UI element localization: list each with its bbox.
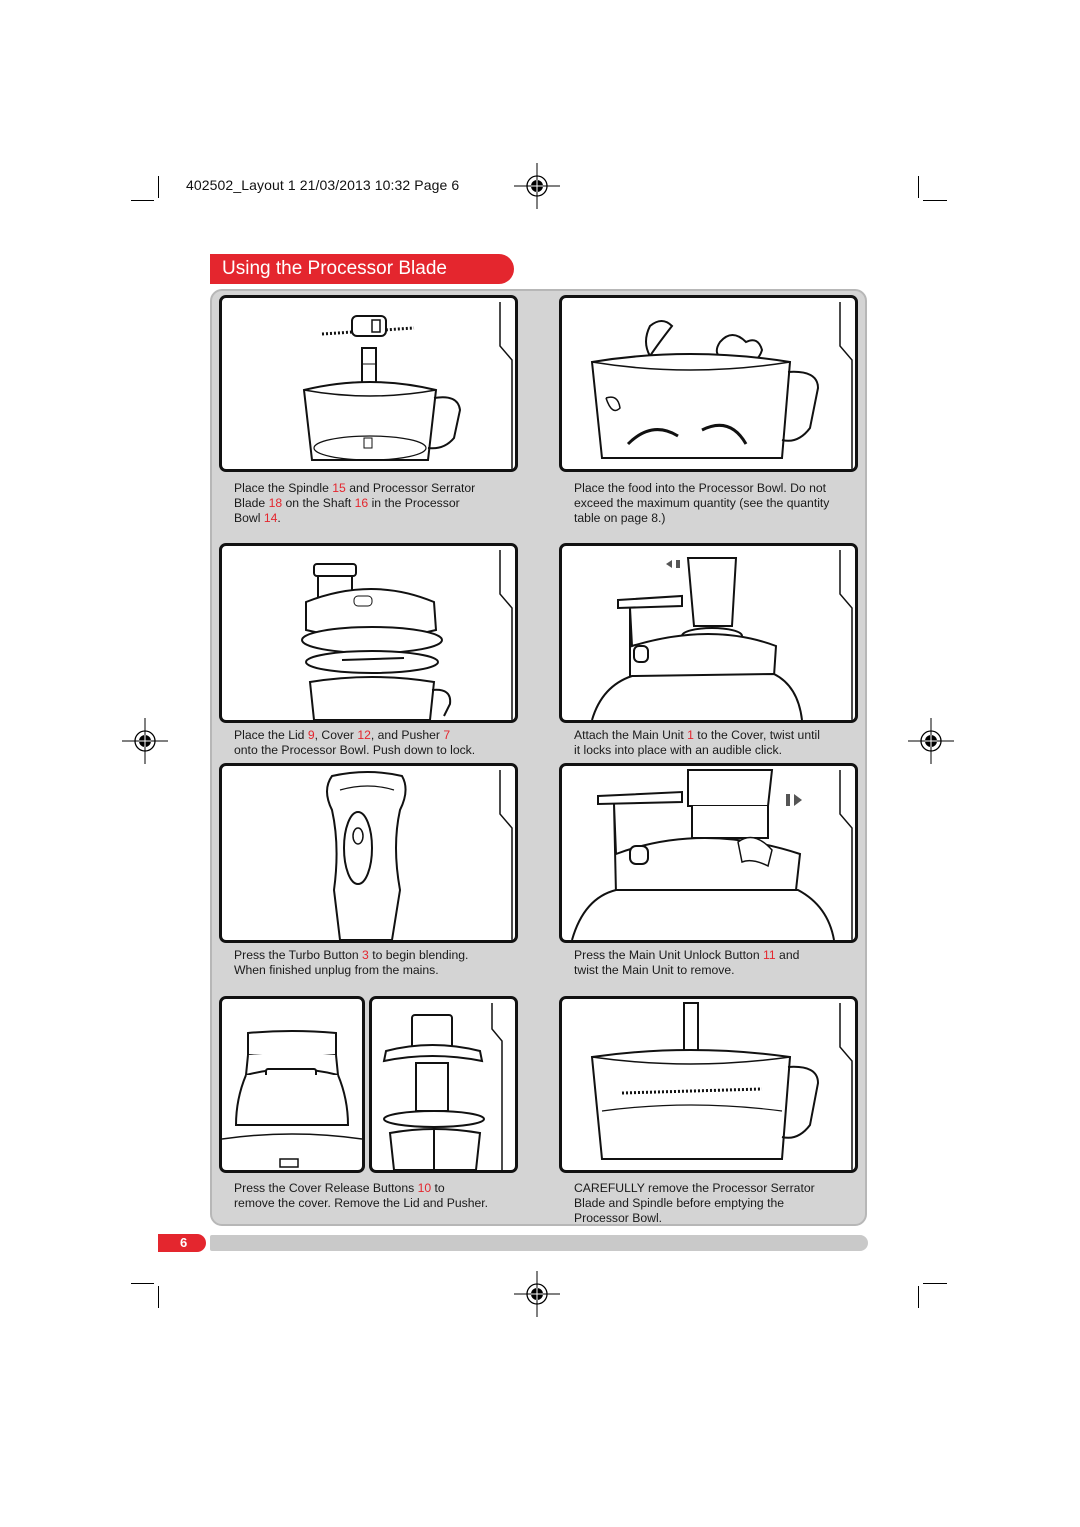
caption-text: , Cover [314, 728, 358, 742]
caption-text: Blade [234, 496, 269, 510]
page-number: 6 [180, 1235, 188, 1250]
caption-text: CAREFULLY remove the Processor Serrator [574, 1181, 815, 1195]
caption-text: Attach the Main Unit [574, 728, 688, 742]
step-8-caption: CAREFULLY remove the Processor Serrator … [574, 1181, 864, 1226]
caption-text: onto the Processor Bowl. Push down to lo… [234, 743, 476, 757]
caption-text: Place the food into the Processor Bowl. … [574, 481, 827, 495]
part-ref: 3 [362, 948, 369, 962]
crop-mark [158, 1286, 159, 1308]
part-ref: 16 [354, 496, 369, 510]
caption-text: Blade and Spindle before emptying the [574, 1196, 785, 1210]
section-title: Using the Processor Blade [222, 258, 447, 279]
part-ref: 9 [307, 728, 315, 742]
step-1-caption: Place the Spindle 15 and Processor Serra… [234, 481, 524, 526]
caption-text: on the Shaft [282, 496, 355, 510]
caption-text: twist the Main Unit to remove. [574, 963, 735, 977]
caption-text: Place the Spindle [234, 481, 333, 495]
part-ref: 10 [417, 1181, 432, 1195]
caption-text: Bowl [234, 511, 264, 525]
caption-text: and [775, 948, 800, 962]
caption-text: table on page 8.) [574, 511, 666, 525]
crop-mark [131, 200, 154, 201]
caption-text: to the Cover, twist until [693, 728, 820, 742]
section-title-bar: Using the Processor Blade [210, 254, 514, 284]
caption-text: . [277, 511, 281, 525]
step-3-illustration [219, 543, 518, 723]
page-number-tab: 6 [158, 1234, 206, 1252]
step-2-illustration [559, 295, 858, 472]
caption-text: exceed the maximum quantity (see the qua… [574, 496, 830, 510]
registration-mark-icon [514, 163, 560, 209]
crop-mark [131, 1283, 154, 1284]
caption-text: Press the Main Unit Unlock Button [574, 948, 763, 962]
caption-text: Press the Cover Release Buttons [234, 1181, 418, 1195]
step-7-caption: Press the Cover Release Buttons 10 to re… [234, 1181, 534, 1211]
registration-mark-icon [122, 718, 168, 764]
caption-text: to begin blending. [368, 948, 469, 962]
caption-text: to [431, 1181, 445, 1195]
step-5-caption: Press the Turbo Button 3 to begin blendi… [234, 948, 524, 978]
crop-mark [923, 1283, 947, 1284]
caption-text: Place the Lid [234, 728, 308, 742]
part-ref: 12 [357, 728, 371, 742]
part-ref: 7 [443, 728, 451, 742]
part-ref: 18 [268, 496, 283, 510]
step-1-illustration [219, 295, 518, 472]
caption-text: Press the Turbo Button [234, 948, 363, 962]
step-2-caption: Place the food into the Processor Bowl. … [574, 481, 864, 526]
step-6-caption: Press the Main Unit Unlock Button 11 and… [574, 948, 864, 978]
crop-mark [918, 176, 919, 198]
print-slug: 402502_Layout 1 21/03/2013 10:32 Page 6 [186, 177, 460, 193]
registration-mark-icon [514, 1271, 560, 1317]
crop-mark [158, 176, 159, 198]
registration-mark-icon [908, 718, 954, 764]
crop-mark [923, 200, 947, 201]
part-ref: 14 [263, 511, 278, 525]
caption-text: in the Processor [368, 496, 460, 510]
page-footer: 6 [158, 1234, 868, 1252]
step-7-illustration-a [219, 996, 365, 1173]
footer-bar [210, 1235, 868, 1251]
crop-mark [918, 1286, 919, 1308]
step-4-caption: Attach the Main Unit 1 to the Cover, twi… [574, 728, 869, 758]
step-8-illustration [559, 996, 858, 1173]
part-ref: 1 [687, 728, 694, 742]
caption-text: When finished unplug from the mains. [234, 963, 439, 977]
step-5-illustration [219, 763, 518, 943]
caption-text: and Processor Serrator [345, 481, 476, 495]
caption-text: it locks into place with an audible clic… [574, 743, 782, 757]
step-4-illustration [559, 543, 858, 723]
step-7-illustration-b [369, 996, 518, 1173]
part-ref: 15 [332, 481, 346, 495]
part-ref: 11 [763, 948, 776, 962]
step-3-caption: Place the Lid 9, Cover 12, and Pusher 7 … [234, 728, 524, 758]
caption-text: Processor Bowl. [574, 1211, 663, 1225]
caption-text: , and Pusher [370, 728, 444, 742]
step-6-illustration [559, 763, 858, 943]
caption-text: remove the cover. Remove the Lid and Pus… [234, 1196, 489, 1210]
